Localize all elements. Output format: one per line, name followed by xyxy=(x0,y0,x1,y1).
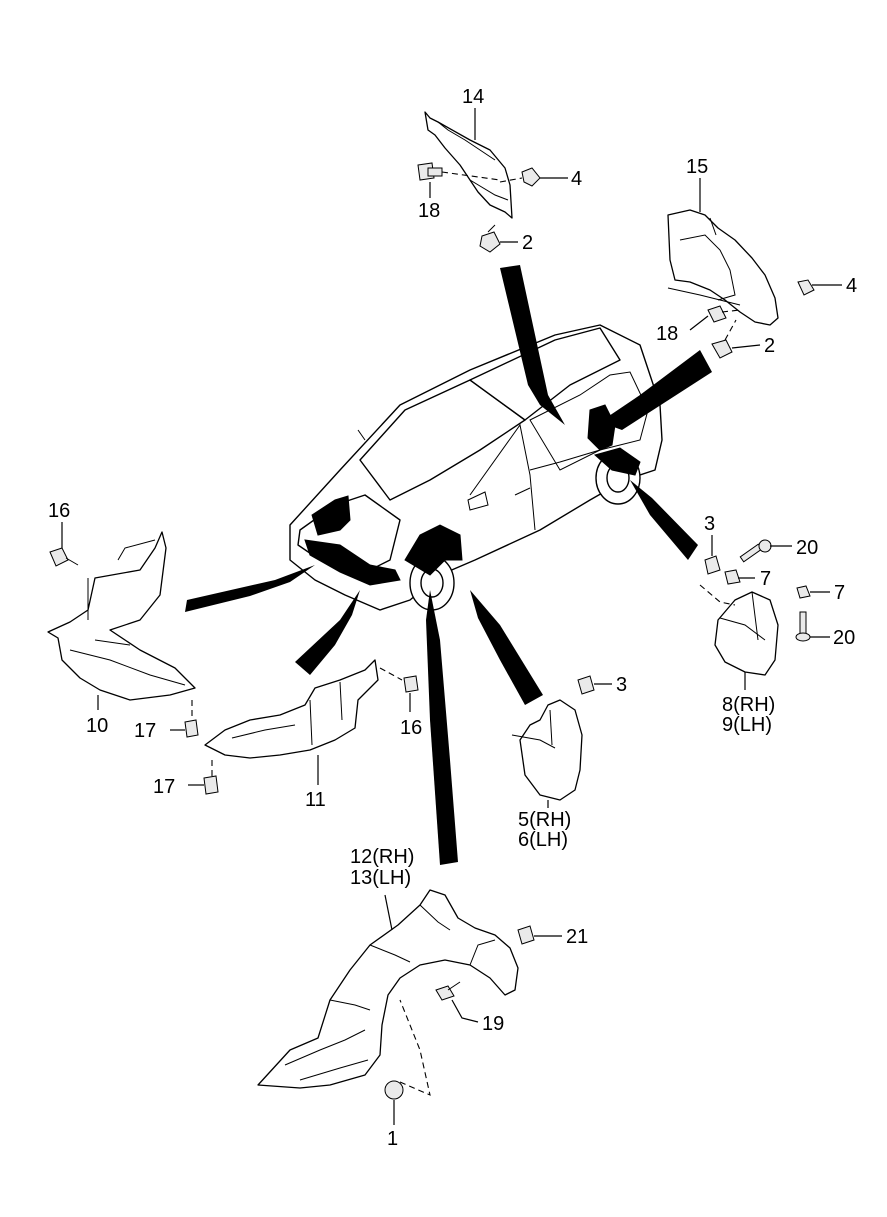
fender-liner-part-15 xyxy=(667,209,779,326)
callout-20-upper: 20 xyxy=(796,537,818,559)
fastener-18-lower xyxy=(707,305,741,323)
callout-20-lower: 20 xyxy=(833,627,855,649)
callout-6: 6(LH) xyxy=(518,829,568,851)
callout-9: 9(LH) xyxy=(722,714,772,736)
callout-1: 1 xyxy=(387,1128,398,1150)
callout-4-lower: 4 xyxy=(846,275,857,297)
fastener-2-upper xyxy=(479,224,501,253)
fastener-4-lower xyxy=(797,279,815,296)
callout-11: 11 xyxy=(305,789,326,811)
callout-14: 14 xyxy=(462,86,484,108)
leader-lines xyxy=(61,108,842,1125)
fastener-18-upper xyxy=(417,162,501,181)
fastener-16-left xyxy=(49,547,79,567)
fastener-7-right xyxy=(796,585,811,599)
wheel-liner-part-12-13 xyxy=(257,889,519,1089)
callout-5: 5(RH) xyxy=(518,809,571,831)
fastener-17-upper xyxy=(184,700,199,738)
fastener-1 xyxy=(384,999,431,1100)
pointer-arrows xyxy=(185,265,712,865)
callout-labels: 14 4 18 2 15 4 18 2 16 10 17 16 17 11 3 … xyxy=(48,86,857,1150)
fastener-3-upper xyxy=(704,555,721,575)
callout-16-center: 16 xyxy=(400,717,422,739)
callout-15: 15 xyxy=(686,156,708,178)
car-illustration xyxy=(289,324,663,611)
callout-16-left: 16 xyxy=(48,500,70,522)
fastener-21 xyxy=(517,925,535,945)
callout-3-upper: 3 xyxy=(704,513,715,535)
callout-7-left: 7 xyxy=(760,568,771,590)
under-cover-part-10 xyxy=(47,531,196,701)
fastener-16-center xyxy=(379,667,419,693)
callout-4-upper: 4 xyxy=(571,168,582,190)
fastener-3-lower xyxy=(577,675,595,695)
fastener-7-left xyxy=(724,569,741,585)
callout-17-lower: 17 xyxy=(153,776,175,798)
mud-guard-part-5-6 xyxy=(511,699,583,801)
fastener-2-lower xyxy=(711,319,737,359)
callout-2-upper: 2 xyxy=(522,232,533,254)
callout-10: 10 xyxy=(86,715,108,737)
callout-19: 19 xyxy=(482,1013,504,1035)
callout-8: 8(RH) xyxy=(722,694,775,716)
callout-12: 12(RH) xyxy=(350,846,414,868)
fastener-4-upper xyxy=(499,167,541,187)
callout-3-lower: 3 xyxy=(616,674,627,696)
mud-guard-part-8-9 xyxy=(699,584,779,676)
fastener-20-upper xyxy=(739,539,772,563)
callout-2-lower: 2 xyxy=(764,335,775,357)
under-cover-part-11 xyxy=(204,659,379,759)
fastener-20-lower xyxy=(795,611,811,642)
callout-17-upper: 17 xyxy=(134,720,156,742)
callout-7-right: 7 xyxy=(834,582,845,604)
callout-21: 21 xyxy=(566,926,588,948)
callout-18-lower: 18 xyxy=(656,323,678,345)
callout-13: 13(LH) xyxy=(350,867,411,889)
fender-liner-part-14 xyxy=(424,111,513,219)
fastener-19 xyxy=(435,981,461,1001)
callout-18-upper: 18 xyxy=(418,200,440,222)
fastener-17-lower xyxy=(203,760,219,795)
